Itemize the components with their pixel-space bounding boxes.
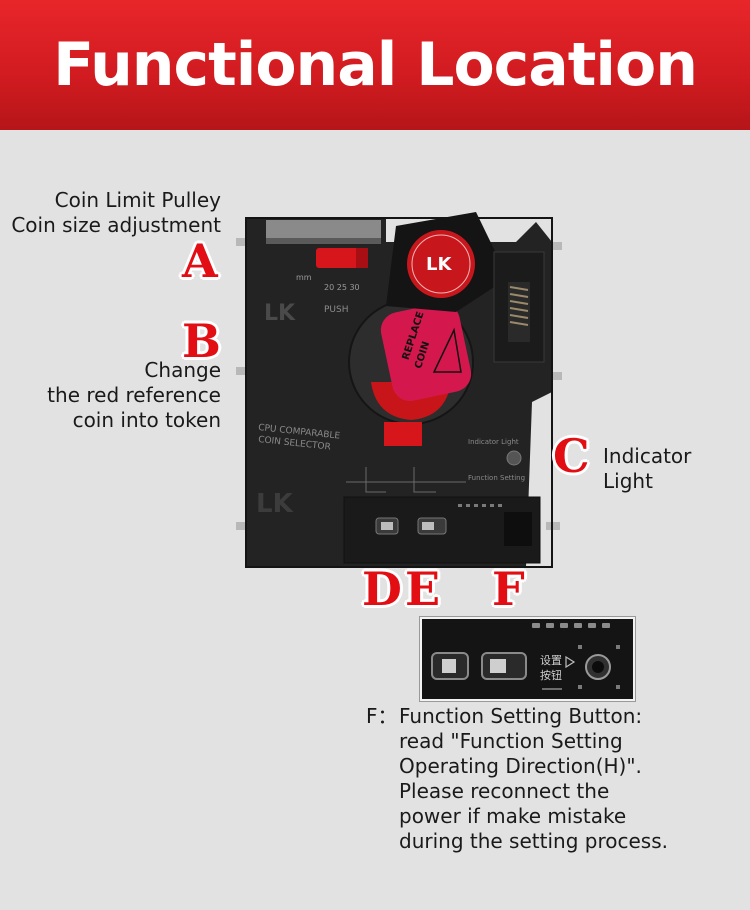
brand-logo-bottom: LK <box>256 489 294 519</box>
note-line: Function Setting Button: <box>399 704 643 728</box>
label-c-line2: Light <box>603 469 653 493</box>
note-line: Operating Direction(H)". <box>399 754 642 778</box>
push-text: PUSH <box>324 305 349 315</box>
marker-f: F <box>492 562 525 616</box>
note-line: power if make mistake <box>399 804 627 828</box>
marker-a: A <box>182 234 218 288</box>
indicator-light <box>506 450 522 466</box>
header-banner: Functional Location <box>0 0 750 130</box>
label-c: Indicator Light <box>603 444 691 494</box>
note-line: Please reconnect the <box>399 779 610 803</box>
sticker-brand: LK <box>426 254 452 275</box>
page-title: Functional Location <box>53 30 698 100</box>
label-c-line1: Indicator <box>603 444 692 468</box>
label-a: Coin Limit Pulley Coin size adjustment <box>0 188 221 238</box>
coin-limit-slider <box>316 248 368 268</box>
brand-logo-top: LK <box>264 301 296 326</box>
closeup-label-1: 设置 <box>540 654 562 667</box>
scale-ticks: 20 25 30 <box>324 283 360 292</box>
scale-unit: mm <box>296 273 312 282</box>
red-latch <box>384 422 422 446</box>
note-line: during the setting process. <box>399 829 668 853</box>
function-text: Function Setting <box>468 474 525 482</box>
label-b-line3: coin into token <box>72 408 221 432</box>
function-button-closeup: 设置 按钮 <box>419 616 636 702</box>
label-a-line1: Coin Limit Pulley <box>54 188 221 212</box>
indicator-text: Indicator Light <box>468 438 519 446</box>
label-b-line1: Change <box>144 358 221 382</box>
marker-e: E <box>405 562 441 616</box>
reference-coin-holder <box>380 303 472 401</box>
label-b: Change the red reference coin into token <box>0 358 221 433</box>
coin-selector-device: mm 20 25 30 PUSH LK REPLACE COIN LK CPU … <box>236 212 562 568</box>
note-body: Function Setting Button: read "Function … <box>399 704 729 854</box>
closeup-label-2: 按钮 <box>540 668 562 682</box>
label-b-line2: the red reference <box>47 383 221 407</box>
label-a-line2: Coin size adjustment <box>11 213 221 237</box>
marker-d: D <box>362 562 402 616</box>
note-line: read "Function Setting <box>399 729 623 753</box>
function-button <box>504 512 532 546</box>
note-label: F： <box>366 704 398 728</box>
closeup-drawing: 设置 按钮 <box>422 619 633 699</box>
marker-c: C <box>553 429 590 483</box>
marker-b: B <box>182 314 221 368</box>
lk-sticker <box>407 230 475 298</box>
